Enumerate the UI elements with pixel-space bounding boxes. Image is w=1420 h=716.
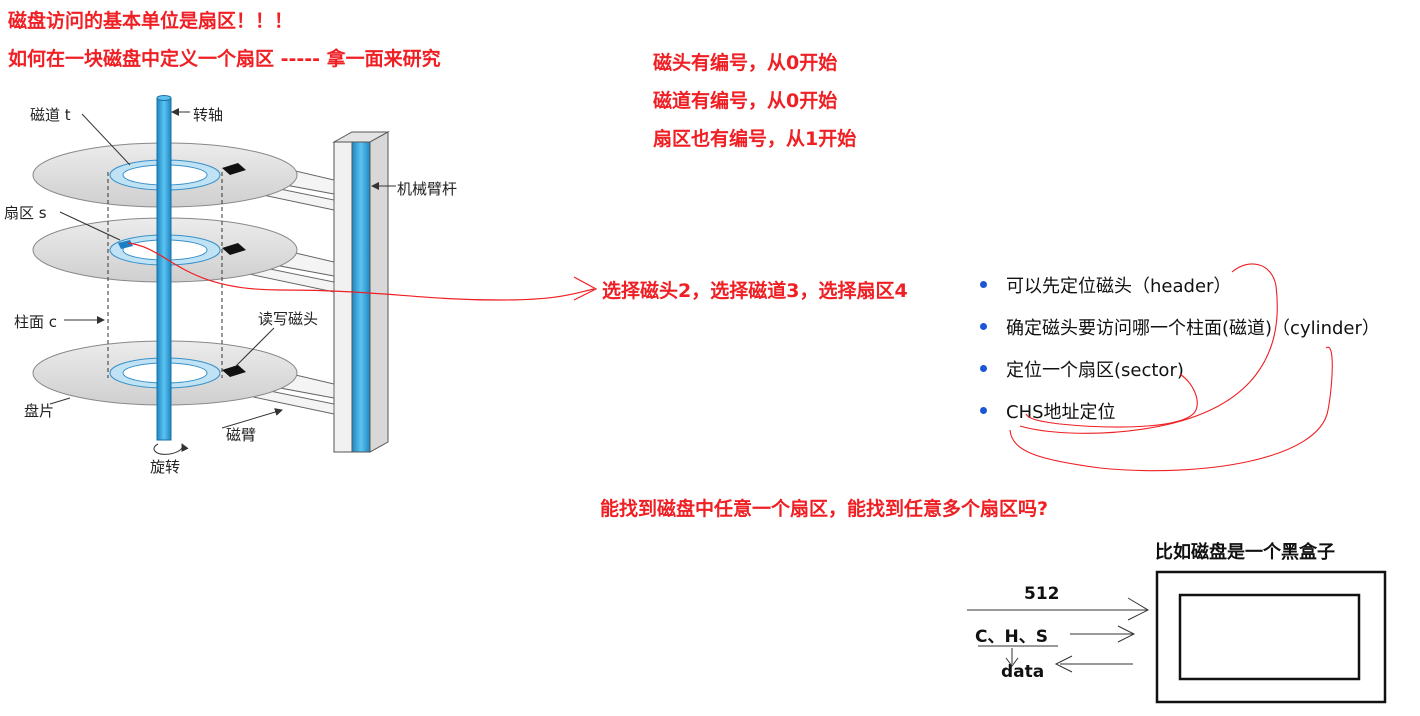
label-cylinder: 柱面 c (14, 313, 58, 331)
rw-heads (222, 163, 246, 377)
spindle (156, 95, 172, 441)
step-chs-address: CHS地址定位 (1006, 402, 1116, 423)
label-arm-assembly: 机械臂杆 (397, 180, 458, 198)
label-rotation: 旋转 (150, 458, 181, 476)
note-head-numbering: 磁头有编号，从0开始 (653, 52, 838, 74)
note-sector-numbering: 扇区也有编号，从1开始 (653, 128, 857, 150)
step-locate-head: 可以先定位磁头（header） (1006, 276, 1232, 297)
list-item: 确定磁头要访问哪一个柱面(磁道)（cylinder） (978, 314, 1380, 356)
black-box-outer (1155, 570, 1387, 704)
label-platter: 盘片 (24, 402, 55, 420)
label-sector: 扇区 s (4, 204, 47, 222)
input-chs-label: C、H、S (975, 627, 1048, 647)
chs-steps-list: 可以先定位磁头（header） 确定磁头要访问哪一个柱面(磁道)（cylinde… (978, 272, 1380, 440)
input-512-label: 512 (1024, 584, 1060, 604)
label-track: 磁道 t (30, 106, 71, 124)
cylinder-outline (107, 172, 223, 378)
list-item: CHS地址定位 (978, 398, 1380, 440)
sector-to-selection-curve (127, 242, 595, 301)
select-example: 选择磁头2，选择磁道3，选择扇区4 (602, 280, 908, 302)
leader-lines (49, 108, 396, 429)
list-item: 可以先定位磁头（header） (978, 272, 1380, 314)
numbering-notes: 磁头有编号，从0开始 磁道有编号，从0开始 扇区也有编号，从1开始 (653, 44, 856, 158)
chs-annotation-loops (1009, 263, 1333, 472)
step-locate-sector: 定位一个扇区(sector) (1006, 360, 1184, 381)
rotation-arrow-icon (153, 443, 189, 455)
title-line-1: 磁盘访问的基本单位是扇区！！！ (8, 10, 294, 32)
label-rw-head: 读写磁头 (258, 310, 319, 328)
step-locate-cylinder: 确定磁头要访问哪一个柱面(磁道)（cylinder） (1006, 318, 1380, 339)
selection-arrowhead-icon (573, 276, 598, 301)
output-data-label: data (1001, 662, 1045, 682)
black-box-inner (1178, 593, 1361, 681)
label-spindle: 转轴 (193, 106, 224, 124)
list-item: 定位一个扇区(sector) (978, 356, 1380, 398)
title-line-2: 如何在一块磁盘中定义一个扇区 ----- 拿一面来研究 (8, 48, 441, 70)
label-arm: 磁臂 (226, 426, 257, 444)
black-box-title: 比如磁盘是一个黑盒子 (1155, 542, 1335, 563)
arm-assembly-post (332, 131, 390, 453)
note-track-numbering: 磁道有编号，从0开始 (653, 90, 838, 112)
question-text: 能找到磁盘中任意一个扇区，能找到任意多个扇区吗? (600, 498, 1049, 520)
io-arrows (967, 597, 1150, 673)
